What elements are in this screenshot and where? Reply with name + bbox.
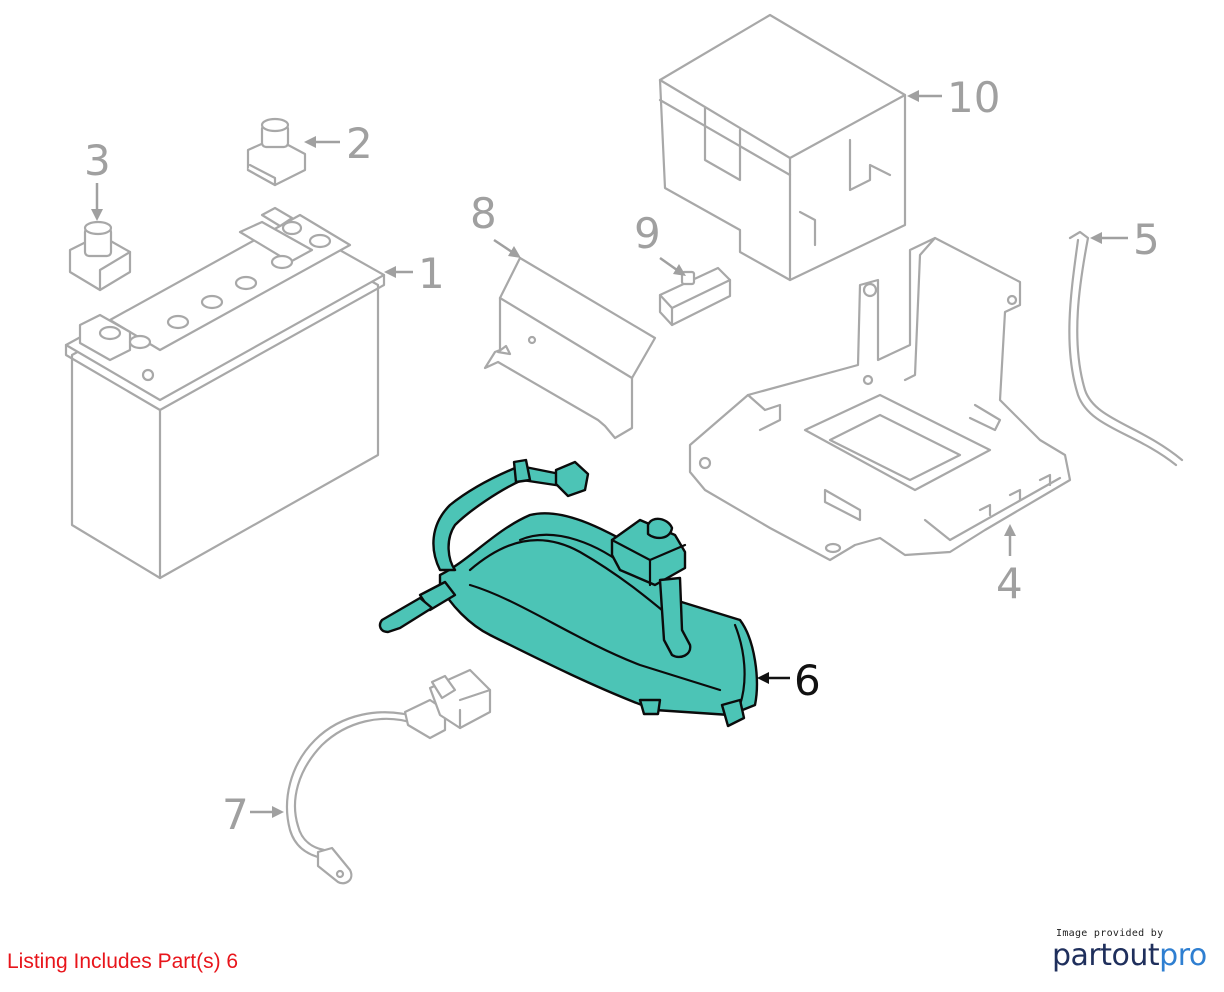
svg-text:2: 2 — [346, 119, 373, 168]
part-7-cable — [285, 668, 492, 885]
svg-text:1: 1 — [418, 249, 445, 298]
partoutpro-logo: partoutpro — [1052, 939, 1212, 973]
svg-text:10: 10 — [947, 73, 1000, 122]
callout-1: 1 — [384, 249, 445, 298]
svg-text:4: 4 — [996, 559, 1023, 608]
callout-10: 10 — [907, 73, 1000, 122]
part-2-terminal — [246, 117, 307, 187]
image-credit: Image provided by partoutpro — [1052, 928, 1212, 973]
svg-text:7: 7 — [222, 790, 249, 839]
svg-text:5: 5 — [1133, 215, 1160, 264]
part-5-rod — [1068, 230, 1184, 467]
logo-part-1: partout — [1052, 938, 1160, 973]
callout-3: 3 — [84, 136, 111, 221]
callout-8: 8 — [470, 189, 521, 258]
callout-9: 9 — [634, 209, 686, 276]
part-6-cable-assembly — [378, 458, 759, 728]
part-10-cover — [658, 13, 907, 282]
callout-2: 2 — [304, 119, 373, 168]
part-3-terminal — [68, 220, 132, 292]
callout-7: 7 — [222, 790, 284, 839]
part-9-clip — [658, 266, 732, 327]
listing-note: Listing Includes Part(s) 6 — [7, 950, 239, 973]
part-1-battery — [64, 206, 386, 580]
credit-caption: Image provided by — [1056, 928, 1164, 939]
svg-text:9: 9 — [634, 209, 661, 258]
callout-4: 4 — [996, 524, 1023, 608]
callout-5: 5 — [1090, 215, 1160, 264]
svg-text:6: 6 — [794, 656, 821, 705]
svg-text:8: 8 — [470, 189, 497, 238]
svg-text:3: 3 — [84, 136, 111, 185]
part-8-bracket — [483, 256, 657, 440]
part-4-tray — [688, 236, 1072, 562]
logo-part-2: pro — [1159, 938, 1207, 973]
callout-6: 6 — [757, 656, 821, 705]
